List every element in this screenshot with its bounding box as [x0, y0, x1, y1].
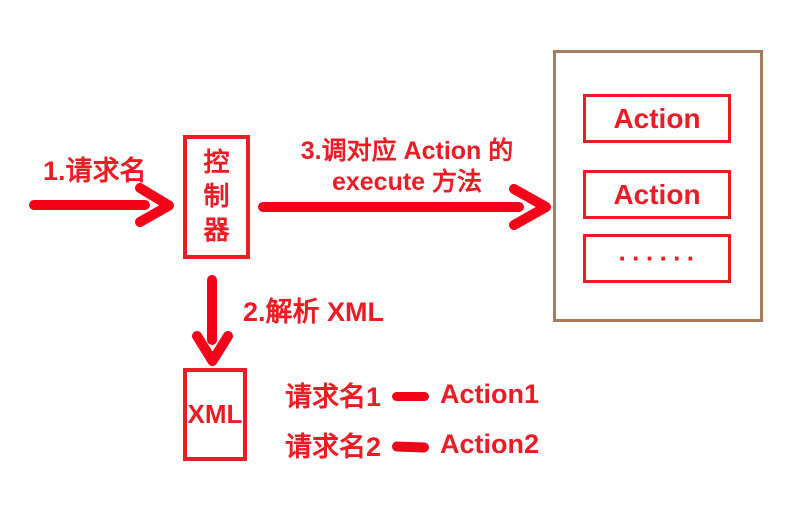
mapping-row-2: 请求名2 Action2 — [285, 425, 539, 464]
xml-box-label: XML — [187, 399, 243, 429]
action-box-1: Action — [583, 94, 731, 143]
mapping-1-action: Action1 — [440, 379, 540, 409]
mapping-row-1: 请求名1 Action1 — [285, 375, 539, 414]
step2-parse-xml-label: 2.解析 XML — [243, 297, 385, 327]
step3-line2: execute 方法 — [331, 167, 483, 196]
step3-line1: 3.调对应 Action 的 — [300, 137, 514, 165]
mapping-2-action: Action2 — [440, 429, 540, 459]
controller-box: 控制器 — [183, 135, 250, 259]
arrow-parse-xml — [192, 275, 233, 366]
step1-request-name-label: 1.请求名 — [43, 156, 147, 186]
controller-box-label: 控制器 — [203, 147, 230, 245]
mapping-2-dash-icon — [391, 440, 430, 453]
step3-execute-label: 3.调对应 Action 的 execute 方法 — [292, 136, 522, 197]
mapping-1-dash-icon — [392, 392, 430, 401]
arrow-request-name — [29, 183, 174, 227]
xml-box: XML — [183, 368, 247, 461]
action-box-ellipsis: ······ — [583, 234, 731, 283]
mapping-1-request: 请求名1 — [285, 382, 382, 412]
action-box-2: Action — [583, 170, 731, 219]
mapping-2-request: 请求名2 — [285, 432, 382, 462]
